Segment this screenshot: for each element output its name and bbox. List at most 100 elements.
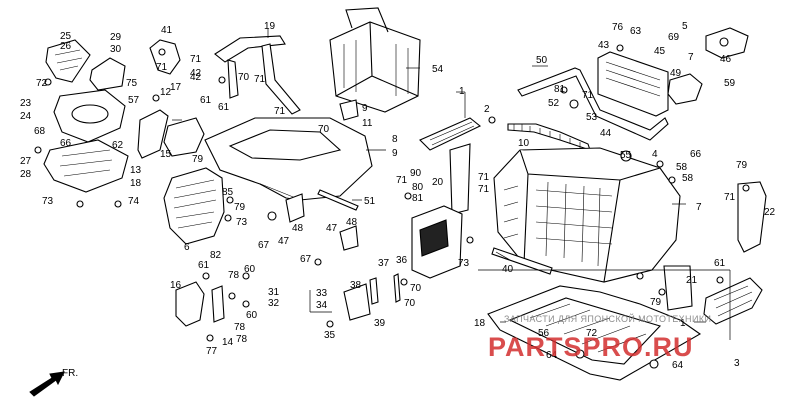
- callout: 42: [190, 68, 202, 79]
- callout: 71: [396, 175, 408, 186]
- callout: 78: [234, 322, 246, 333]
- fasteners: [34, 44, 750, 369]
- callout: 50: [536, 55, 548, 66]
- callout: 81: [554, 84, 566, 95]
- callout: 78: [236, 334, 248, 345]
- callout: 81: [412, 193, 424, 204]
- callout: 17: [170, 82, 182, 93]
- callout: 67: [300, 254, 312, 265]
- callout: 58: [682, 173, 694, 184]
- rail-43: [597, 51, 669, 117]
- cover-23-24: [53, 89, 126, 143]
- callout: 14: [222, 337, 234, 348]
- callout: 71: [254, 74, 266, 85]
- callout: 21: [686, 275, 698, 286]
- watermark: ЗАПЧАСТИ ДЛЯ ЯПОНСКОЙ МОТОТЕХНИКИ PARTSP…: [488, 313, 711, 362]
- tube-frame-19: [214, 35, 301, 115]
- bracket-29-30: [89, 57, 126, 91]
- callout: 76: [612, 22, 624, 33]
- callout: 35: [324, 330, 336, 341]
- callout: 51: [364, 196, 376, 207]
- cover-panel-25-26: [45, 39, 91, 83]
- base-frame-18: [487, 285, 702, 381]
- callout: 29: [110, 32, 122, 43]
- side-cover-20: [449, 143, 471, 215]
- callout: 9: [392, 148, 398, 159]
- callout: 66: [690, 149, 702, 160]
- callout: 61: [200, 95, 212, 106]
- callout: 71: [478, 184, 490, 195]
- callout: 3: [734, 358, 740, 369]
- callout: 67: [258, 240, 270, 251]
- callout: 41: [161, 25, 173, 36]
- lid-strip-1: [419, 117, 482, 151]
- callout: 64: [672, 360, 684, 371]
- callout: 52: [548, 98, 560, 109]
- leader-lines: [172, 29, 731, 340]
- callout: 79: [650, 297, 662, 308]
- callout: 28: [20, 169, 32, 180]
- callout: 63: [630, 26, 642, 37]
- callout: 45: [654, 46, 666, 57]
- handle-50: [517, 67, 669, 141]
- callout: 47: [326, 223, 338, 234]
- callout: 57: [128, 95, 140, 106]
- callout: 44: [600, 128, 612, 139]
- callout: 56: [538, 328, 550, 339]
- callout: 71: [156, 62, 168, 73]
- callout: 10: [518, 138, 530, 149]
- callout-numbers: 25 26 29 30 41 71 42 19 71 54 76 63 5 69…: [20, 21, 776, 371]
- callout: 32: [268, 298, 280, 309]
- callout: 12: [160, 87, 172, 98]
- front-direction-arrow-icon: [29, 371, 65, 397]
- callout: 54: [432, 64, 444, 75]
- callout: 18: [474, 318, 486, 329]
- callout: 42: [190, 72, 202, 83]
- callout: 64: [546, 350, 558, 361]
- callout: 82: [210, 250, 222, 261]
- callout: 27: [20, 156, 32, 167]
- callout: 6: [184, 242, 190, 253]
- callout: 26: [60, 41, 72, 52]
- lock-46: [705, 27, 749, 59]
- callout: 71: [724, 192, 736, 203]
- callout: 15: [160, 149, 172, 160]
- bracket-47-67: [339, 225, 359, 251]
- rod-37: [369, 277, 379, 305]
- callout: 37: [378, 258, 390, 269]
- callout: 62: [112, 140, 124, 151]
- callout: 2: [484, 104, 490, 115]
- side-rail-22: [737, 181, 767, 253]
- latch-49: [667, 73, 703, 105]
- callout: 9: [362, 103, 368, 114]
- small-bracket-9-11: [339, 99, 359, 121]
- callout: 19: [264, 21, 276, 32]
- glove-box-80: [411, 205, 463, 279]
- callout: 74: [128, 196, 140, 207]
- callout: 39: [374, 318, 386, 329]
- callout: 38: [350, 280, 362, 291]
- callout: 1: [680, 318, 686, 329]
- callout: 1: [459, 86, 465, 97]
- striker-14: [211, 285, 225, 323]
- callout: 22: [764, 207, 776, 218]
- bar-40: [491, 247, 553, 275]
- callout: 7: [696, 202, 702, 213]
- hinge-arm-12-17: [137, 109, 169, 159]
- tray-27-28: [43, 139, 129, 193]
- callout: 80: [412, 182, 424, 193]
- callout: 70: [404, 298, 416, 309]
- callout: 23: [20, 98, 32, 109]
- callout: 77: [206, 346, 218, 357]
- callout: 79: [234, 202, 246, 213]
- callout: 8: [392, 134, 398, 145]
- callout: 79: [736, 160, 748, 171]
- callout: 61: [198, 260, 210, 271]
- callout: 70: [238, 72, 250, 83]
- callout: 7: [688, 52, 694, 63]
- callout: 24: [20, 111, 32, 122]
- callout: 90: [410, 168, 422, 179]
- callout: 4: [652, 149, 658, 160]
- callout: 47: [278, 236, 290, 247]
- watermark-logo-text: PARTSPRO.RU: [488, 332, 694, 362]
